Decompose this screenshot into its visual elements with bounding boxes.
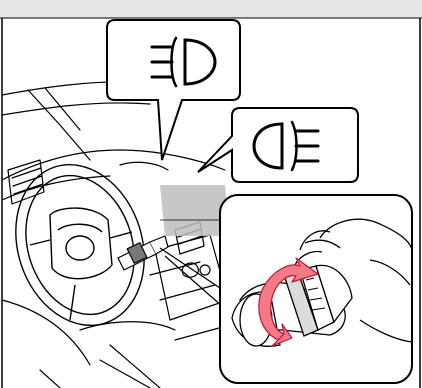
rear-fog-callout <box>198 108 358 182</box>
front-fog-callout <box>107 20 240 160</box>
top-band <box>0 0 422 18</box>
switch-detail-inset <box>220 195 412 383</box>
